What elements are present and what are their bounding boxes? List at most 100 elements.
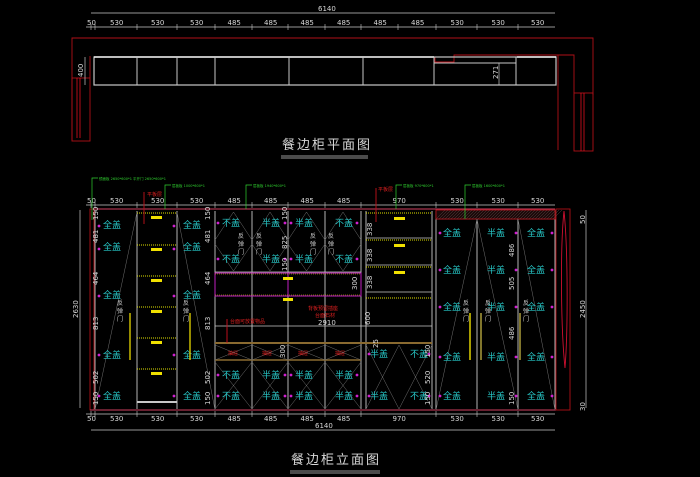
- plan-inner-depth-dim: 271: [492, 66, 500, 79]
- side-text-char: 门: [328, 248, 334, 256]
- hinge-dot: [514, 268, 518, 272]
- door-label-full: 全盖: [183, 349, 201, 361]
- inner-dim: 150: [508, 392, 516, 405]
- note-leader: [245, 184, 252, 209]
- hinge-dot: [514, 355, 518, 359]
- swing-line: [287, 344, 326, 361]
- door-label-full: 全盖: [527, 301, 545, 313]
- elev-top-segment-dim: 485: [337, 197, 350, 205]
- hatch-line: [462, 209, 473, 220]
- hinge-dot: [427, 394, 431, 398]
- plan-cabinet-outline: [93, 56, 557, 86]
- hatch-line: [480, 209, 491, 220]
- hatch-line: [501, 209, 512, 220]
- swing-line: [287, 243, 307, 272]
- plan-wall-step: [434, 54, 575, 93]
- side-text-char: 反: [485, 299, 491, 307]
- inner-dim: 486: [508, 243, 516, 257]
- door-label-full: 全盖: [103, 219, 121, 231]
- door-label-full: 全盖: [443, 351, 461, 363]
- door-label-half: 半盖: [262, 253, 280, 265]
- side-text-char: 弹: [183, 307, 189, 315]
- note-leader: [464, 184, 471, 219]
- side-text-char: 门: [463, 315, 469, 323]
- elev-top-segment-dim: 50: [87, 197, 96, 205]
- door-label-full: 全盖: [183, 289, 201, 301]
- door-label-half: 半盖: [295, 390, 313, 402]
- note-top-left: 镜面板 2650*600*1 平开门 2650*600*1: [99, 176, 166, 181]
- drawer-notes: 抽屉抽屉抽屉抽屉: [228, 350, 345, 357]
- hinge-dot: [283, 221, 287, 225]
- elev-top-segment-dim: 530: [110, 197, 123, 205]
- side-text-char: 弹: [117, 307, 123, 315]
- red-note-1: 平板层: [147, 191, 162, 198]
- door-label-full: 全盖: [103, 289, 121, 301]
- swing-line: [342, 243, 362, 272]
- swing-line: [251, 344, 289, 361]
- side-text-char: 弹: [523, 307, 529, 315]
- hatch-line: [534, 209, 545, 220]
- hinge-dot: [438, 355, 442, 359]
- elev-bottom-segment-dim: 530: [110, 415, 123, 423]
- hinge-dot: [283, 257, 287, 261]
- door-label-full: 全盖: [103, 241, 121, 253]
- swing-line: [306, 243, 326, 272]
- plan-left-column: [71, 77, 91, 142]
- swing-line: [233, 211, 253, 241]
- hatch-line: [477, 209, 488, 220]
- plan-segment-dim: 530: [451, 19, 464, 27]
- hinge-dot: [97, 294, 101, 298]
- hinge-dot: [172, 224, 176, 228]
- drawer-height-dim: 338: [366, 276, 374, 289]
- elev-right-height: 2450: [579, 300, 587, 318]
- plan-segment-dim: 530: [190, 19, 203, 27]
- swing-line: [517, 218, 556, 411]
- inner-dim: 150: [424, 392, 432, 405]
- elev-bottom-segment-dim: 530: [531, 415, 544, 423]
- elev-top-segment-dim: 530: [151, 197, 164, 205]
- side-text-char: 反: [328, 232, 334, 240]
- hinge-dot: [438, 394, 442, 398]
- left-height-dim: 150: [92, 207, 100, 220]
- door-label-full: 全盖: [183, 241, 201, 253]
- inner-dim: 520: [424, 371, 432, 384]
- hinge-dot: [355, 221, 359, 225]
- door-label-half: 半盖: [487, 301, 505, 313]
- drawer-handle: [151, 279, 162, 282]
- plan-depth-dim: 400: [77, 64, 85, 77]
- swing-line: [251, 211, 271, 241]
- opening-width: 2910: [318, 319, 336, 327]
- left-height-dim: 464: [92, 271, 100, 285]
- hatch-line: [513, 209, 524, 220]
- plan-segment-dim: 530: [492, 19, 505, 27]
- drawer-note: 抽屉: [298, 350, 308, 357]
- elev-top-segment-dim: 485: [264, 197, 277, 205]
- elev-top-segment-dim: 485: [228, 197, 241, 205]
- side-text-char: 门: [117, 315, 123, 323]
- door-label-full: 全盖: [527, 390, 545, 402]
- hinge-dot: [172, 394, 176, 398]
- middle-drawer-stack: [366, 212, 432, 299]
- drawer-handle: [394, 217, 405, 220]
- door-label-none: 不盖: [222, 253, 240, 265]
- swing-line: [324, 361, 362, 410]
- drawer-handle: [394, 244, 405, 247]
- hatch-line: [471, 209, 482, 220]
- plan-segment-dim: 530: [531, 19, 544, 27]
- hinge-dot: [289, 373, 293, 377]
- plan-wall-outline: [71, 37, 594, 140]
- door-label-full: 全盖: [443, 264, 461, 276]
- swing-line: [324, 344, 362, 361]
- swing-line: [214, 344, 253, 361]
- swing-line: [435, 218, 478, 411]
- drawer-handle: [283, 277, 293, 280]
- hinge-dot: [438, 231, 442, 235]
- plan-segment-dim: 485: [264, 19, 277, 27]
- hinge-dot: [367, 394, 371, 398]
- plan-title: 餐边柜平面图: [282, 137, 372, 153]
- plan-segment-dim: 485: [411, 19, 424, 27]
- swing-line: [176, 211, 216, 411]
